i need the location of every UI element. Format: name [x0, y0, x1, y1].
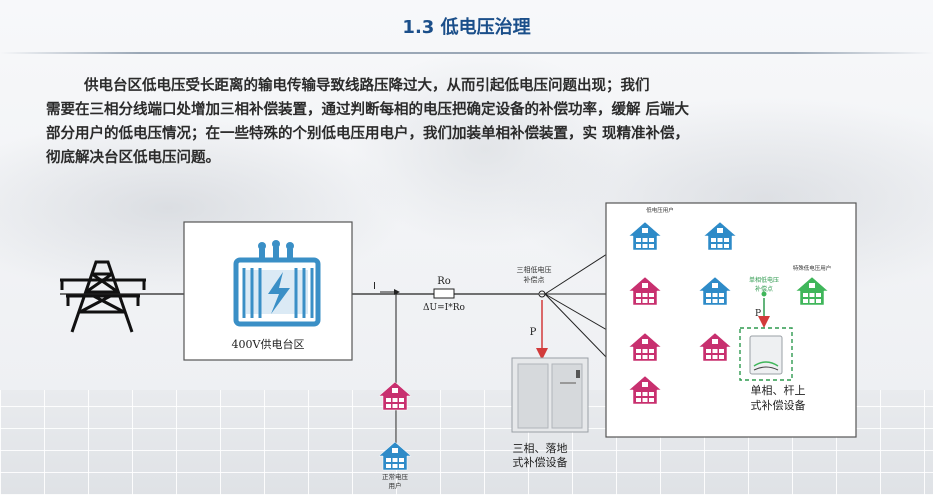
current-arrow-icon [394, 289, 400, 295]
description-paragraph: 供电台区低电压受长距离的输电传输导致线路压降过大，从而引起低电压问题出现；我们 … [46, 74, 858, 170]
three-phase-point-label-2: 补偿点 [524, 275, 545, 284]
paragraph-line-4: 彻底解决台区低电压问题。 [46, 150, 220, 166]
paragraph-line-2: 需要在三相分线端口处增加三相补偿装置，通过判断每相的电压把确定设备的补偿功率，缓… [46, 102, 690, 118]
single-device-label-1: 单相、杆上 [751, 383, 806, 397]
low-voltage-users-label: 低电压用户 [646, 206, 674, 214]
normal-user-label-1: 正常电压 [382, 472, 409, 481]
single-phase-point-label-1: 单相低电压 [749, 276, 779, 284]
single-phase-point-icon [761, 291, 767, 297]
voltage-drop-label: ΔU=I*Ro [423, 303, 465, 313]
normal-user-label-2: 用户 [389, 481, 402, 490]
resistance-label: Ro [437, 276, 451, 287]
three-device-label-2: 式补偿设备 [513, 455, 568, 469]
paragraph-line-3: 部分用户的低电压情况；在一些特殊的个别低电压用电户，我们加装单相补偿装置，实 现… [46, 126, 690, 142]
transformer-icon [233, 240, 321, 327]
three-phase-device-icon [511, 357, 589, 433]
power-label-2: P [755, 309, 761, 319]
house-blue-icon [378, 441, 412, 471]
transmission-tower-icon [60, 260, 146, 333]
paragraph-line-1: 供电台区低电压受长距离的输电传输导致线路压降过大，从而引起低电压问题出现；我们 [84, 78, 650, 94]
resistor-icon [433, 288, 455, 299]
power-label-1: P [530, 327, 537, 338]
page-title: 1.3 低电压治理 [402, 17, 531, 38]
current-label: I [373, 281, 376, 292]
house-pink-icon [378, 381, 412, 411]
three-device-label-1: 三相、落地 [513, 442, 568, 455]
single-device-label-2: 式补偿设备 [751, 398, 806, 412]
single-phase-point-label-2: 补偿点 [755, 285, 773, 293]
transformer-label: 400V供电台区 [232, 337, 305, 351]
special-user-label: 特殊低电压用户 [793, 264, 832, 272]
single-phase-device-icon [749, 335, 783, 375]
three-phase-point-label-1: 三相低电压 [517, 265, 552, 274]
title-divider [0, 52, 933, 54]
single-device-dashed-box [739, 327, 793, 381]
